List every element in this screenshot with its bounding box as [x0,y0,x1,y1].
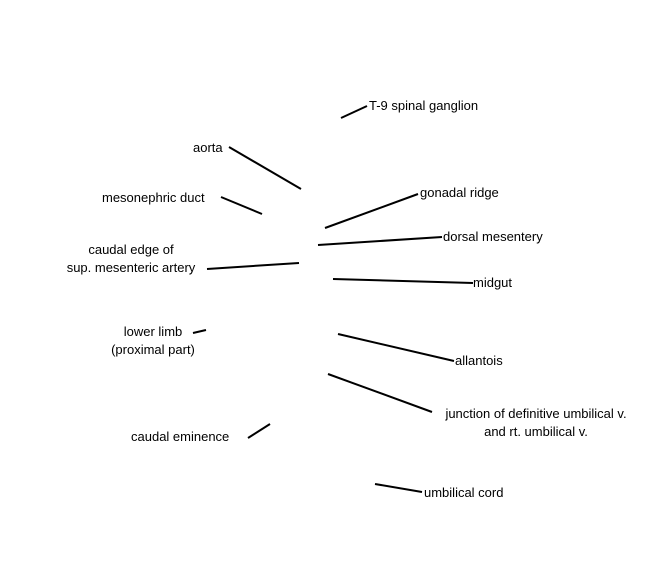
label-dorsal-mesentery: dorsal mesentery [443,229,543,244]
label-midgut: midgut [473,275,513,290]
leader-caudal-eminence [247,423,271,439]
label-caudal-edge-line1: caudal edge of [88,242,174,257]
label-lower-limb-line1: lower limb [123,324,183,339]
label-junction-line2: and rt. umbilical v. [484,424,588,439]
label-t9-spinal-ganglion: T-9 spinal ganglion [369,98,479,113]
label-lower-limb-line2: (proximal part) [111,342,195,357]
leader-gonadal-ridge [324,193,419,229]
label-gonadal-ridge: gonadal ridge [420,185,499,200]
leader-junction [327,373,433,413]
label-lower-limb: lower limb (proximal part) [106,323,200,359]
label-junction-umbilical-v: junction of definitive umbilical v. and … [432,405,640,441]
label-caudal-eminence: caudal eminence [131,429,230,444]
label-umbilical-cord: umbilical cord [424,485,504,500]
leader-aorta [228,146,302,190]
leader-umbilical-cord [374,483,423,493]
leader-midgut [332,278,474,284]
leader-allantois [337,333,455,362]
label-mesonephric-duct: mesonephric duct [102,190,205,205]
leader-caudal-edge [206,262,300,270]
label-allantois: allantois [455,353,503,368]
label-aorta: aorta [193,140,223,155]
label-caudal-edge-line2: sup. mesenteric artery [66,260,196,275]
leader-t9-spinal-ganglion [340,105,368,119]
leader-dorsal-mesentery [317,236,443,246]
leader-mesonephric-duct [220,196,263,215]
label-junction-line1: junction of definitive umbilical v. [445,406,627,421]
label-caudal-edge-sup-mesenteric-artery: caudal edge of sup. mesenteric artery [58,241,204,277]
leader-lower-limb [192,329,207,334]
